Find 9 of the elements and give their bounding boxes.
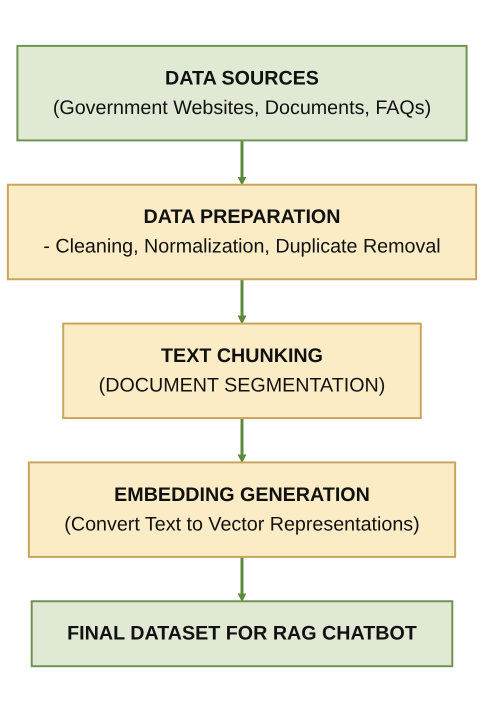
arrow: [238, 418, 246, 463]
node-box: EMBEDDING GENERATION (Convert Text to Vector Representations): [28, 461, 456, 558]
arrow: [238, 556, 246, 602]
node-box: TEXT CHUNKING (DOCUMENT SEGMENTATION): [62, 322, 422, 420]
arrow: [238, 279, 246, 324]
arrow: [238, 140, 246, 186]
node-box: DATA PREPARATION - Cleaning, Normalization, Duplicate Removal: [6, 184, 478, 280]
node-box: FINAL DATASET FOR RAG CHATBOT: [30, 600, 454, 668]
node-box: DATA SOURCES (Government Websites, Documents, FAQs): [16, 44, 468, 142]
